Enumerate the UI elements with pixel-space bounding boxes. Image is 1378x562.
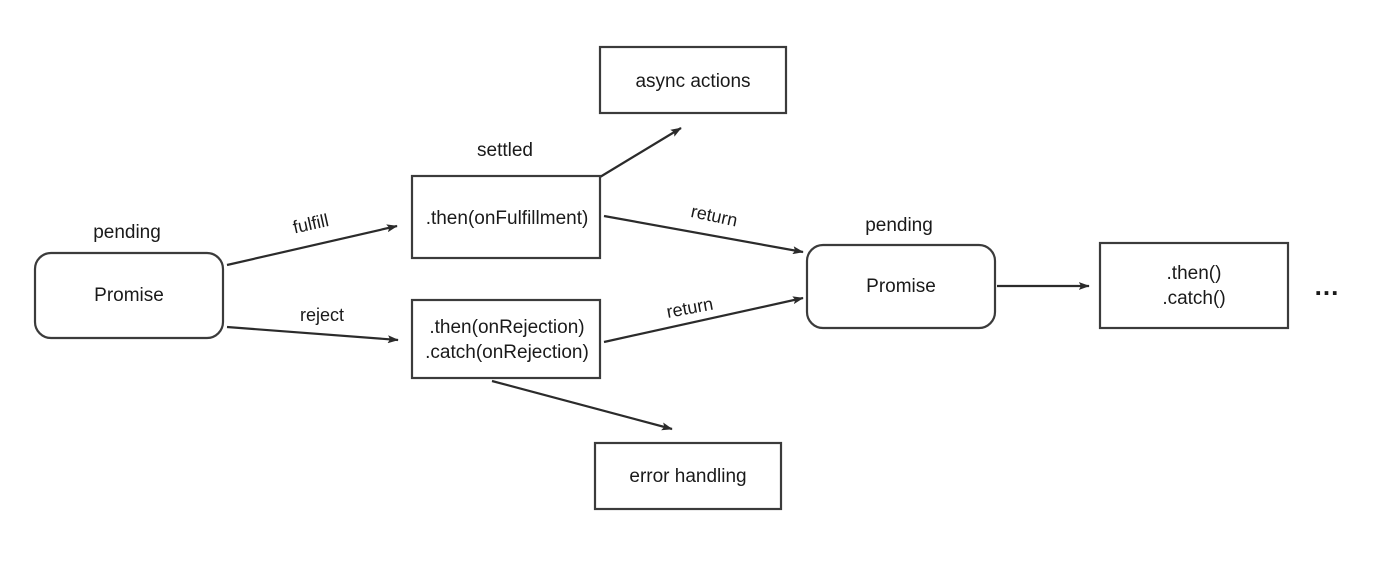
node-then-catch[interactable]: .then() .catch() [1098,241,1290,330]
reject-arrow [226,325,399,344]
node-continuation: ... [1315,271,1340,301]
edge-label-return-fulfill: return [689,201,739,230]
async-actions-arrow [599,127,682,178]
promise-returned-label: Promise [866,276,936,297]
edge-label-reject: reject [300,305,344,325]
return-fulfill-arrow [603,214,804,255]
error-handling-box[interactable] [593,441,783,511]
on-rejection-label-then: .then(onRejection) [429,317,584,338]
fulfill-arrow [226,224,398,267]
edge-label-fulfill: fulfill [291,210,330,237]
then-catch-label-catch: .catch() [1162,288,1225,309]
continuation-ellipsis: ... [1315,271,1340,301]
node-on-rejection[interactable]: .then(onRejection) .catch(onRejection) [410,298,602,380]
node-promise-returned[interactable]: pending Promise [805,215,997,330]
async-actions-box[interactable] [598,45,788,115]
on-rejection-box[interactable] [410,298,602,380]
edge-return-fulfill: return [603,201,804,255]
node-error-handling[interactable]: error handling [593,441,783,511]
on-rejection-label-catch: .catch(onRejection) [425,342,589,363]
on-fulfillment-box[interactable] [410,174,602,260]
state-label-settled: settled [477,140,533,161]
promise-returned-box[interactable] [805,243,997,330]
edge-label-return-reject: return [665,294,715,322]
promise-initial-box[interactable] [33,251,225,340]
promise-initial-label: Promise [94,285,164,306]
then-catch-box[interactable] [1098,241,1290,330]
error-handling-label: error handling [629,466,746,487]
node-promise-initial[interactable]: pending Promise [33,222,225,340]
state-label-pending-initial: pending [93,222,161,243]
edges-layer: fulfill reject return return [226,127,1090,431]
nodes-layer: pending Promise settled .then(onFulfillm… [33,45,1340,511]
return-reject-arrow [603,296,804,344]
state-label-pending-returned: pending [865,215,933,236]
edge-return-reject: return [603,294,804,344]
then-catch-label-then: .then() [1167,263,1222,284]
edge-reject: reject [226,305,399,344]
on-fulfillment-label: .then(onFulfillment) [426,208,589,229]
node-on-fulfillment[interactable]: settled .then(onFulfillment) [410,140,602,260]
error-handling-arrow [491,379,673,431]
edge-error-handling [491,379,673,431]
edge-async-actions [599,127,682,178]
edge-fulfill: fulfill [226,210,398,267]
node-async-actions[interactable]: async actions [598,45,788,115]
async-actions-label: async actions [635,71,750,92]
